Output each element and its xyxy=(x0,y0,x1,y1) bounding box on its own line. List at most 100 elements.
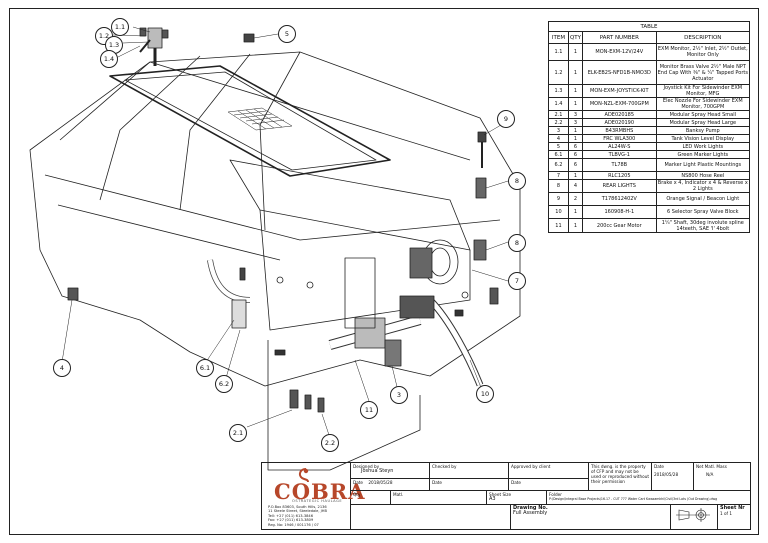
cell-qty: 2 xyxy=(567,192,584,206)
leader-lines xyxy=(61,26,509,439)
approved-label: Approved by client xyxy=(511,464,551,469)
header-part-number: PART NUMBER xyxy=(582,31,657,44)
cell-description: NS800 Hose Reel xyxy=(655,171,751,180)
cell-item: 1.1 xyxy=(548,43,569,61)
cell-item: 6.1 xyxy=(548,150,569,159)
callout-6-2: 6.2 xyxy=(215,375,233,393)
approved-cell: Approved by client xyxy=(509,463,589,479)
cell-description: Modular Spray Head Large xyxy=(655,118,751,127)
header-item: ITEM xyxy=(548,31,569,44)
pump xyxy=(354,317,386,349)
cell-item: 2.2 xyxy=(548,118,569,127)
cell-item: 10 xyxy=(548,205,569,219)
sheet-border xyxy=(9,8,759,535)
header-qty: QTY xyxy=(567,31,584,44)
parts-table-title: TABLE xyxy=(548,21,750,32)
drawing-number-value: Full Assembly xyxy=(513,510,548,516)
cell-part-number: MON-NZL-EXM-700GPM xyxy=(582,97,657,111)
cell-part-number: TLBVG-1 xyxy=(582,150,657,159)
cell-qty: 1 xyxy=(567,205,584,219)
sheet-size-value: A3 xyxy=(489,496,496,502)
callout-3: 3 xyxy=(390,386,408,404)
third-angle-projection-icon xyxy=(676,508,710,522)
callout-5: 5 xyxy=(278,25,296,43)
cell-item: 9 xyxy=(548,192,569,206)
cell-item: 3 xyxy=(548,126,569,135)
net-mass-label: Net Matl. Mass xyxy=(696,464,727,469)
address-line: P.O.Box 83603, South Hills, 2136 xyxy=(268,505,327,509)
designed-by-value: Joshua Steyn xyxy=(361,468,394,474)
cell-description: EXM Monitor, 2½" Inlet, 2½" Outlet, Moni… xyxy=(655,43,751,61)
callout-2-2: 2.2 xyxy=(321,434,339,452)
cell-description: Green Marker Lights xyxy=(655,150,751,159)
cell-item: 2.1 xyxy=(548,110,569,119)
callout-8-lower: 8 xyxy=(508,234,526,252)
cell-item: 7 xyxy=(548,171,569,180)
cell-part-number: MON-EXM-JOYSTICK-KIT xyxy=(582,84,657,98)
cell-qty: 1 xyxy=(567,171,584,180)
cell-part-number: TL78B xyxy=(582,158,657,172)
cell-part-number: B43RMBHS xyxy=(582,126,657,135)
cell-part-number: REAR LIGHTS xyxy=(582,179,657,193)
cell-qty: 3 xyxy=(567,118,584,127)
sheet-size-label: Sheet Size xyxy=(489,492,512,497)
parts-table: TABLE ITEM QTY PART NUMBER DESCRIPTION 1… xyxy=(548,21,751,233)
level-display xyxy=(67,287,79,301)
approval-date-cell: Date xyxy=(509,479,589,491)
callout-2-1: 2.1 xyxy=(229,424,247,442)
design-date-cell: Date 2018/05/28 xyxy=(351,479,430,491)
cell-part-number: ADE020185 xyxy=(582,110,657,119)
cell-part-number: MON-EXM-12V/24V xyxy=(582,43,657,61)
drawing-number-cell: Drawing No. Full Assembly xyxy=(511,505,671,529)
company-logo: COBRA xyxy=(274,479,366,504)
company-address: P.O.Box 83603, South Hills, 2136 11 Stee… xyxy=(268,505,348,527)
qty-cell: Qty xyxy=(351,491,391,505)
cell-item: 11 xyxy=(548,218,569,233)
top-grating xyxy=(227,107,293,131)
cell-description: Joystick Kit For Sidewinder EXM Monitor,… xyxy=(655,84,751,98)
design-date-label: Date xyxy=(353,480,364,485)
cell-part-number: T178612402V xyxy=(582,192,657,206)
material-label: Matl. xyxy=(393,492,404,497)
date-cell: Date 2018/05/28 xyxy=(652,463,694,491)
designed-by-label: Designed by xyxy=(353,464,380,469)
sheet-number-label: Sheet Nr xyxy=(720,505,745,511)
property-note: This dwng. is the property of CFP and ma… xyxy=(589,463,652,491)
folder-label: Folder xyxy=(549,492,562,497)
checked-by-cell: Checked by xyxy=(430,463,509,479)
sheet-size-cell: Sheet Size A3 xyxy=(487,491,547,505)
cell-description: Tank Vision Level Display xyxy=(655,134,751,143)
cell-part-number: FRC WLA300 xyxy=(582,134,657,143)
cell-qty: 6 xyxy=(567,150,584,159)
cell-item: 1.2 xyxy=(548,60,569,85)
cell-description: Elec Nozzle For Sidewinder EXM Monitor, … xyxy=(655,97,751,111)
cell-part-number: ELK-EB2S-NFD1B-NMO3D xyxy=(582,60,657,85)
address-line: Fax: +27 (011) 613-3809 xyxy=(268,518,314,523)
cell-item: 5 xyxy=(548,142,569,151)
checked-by-label: Checked by xyxy=(432,464,457,469)
net-mass-cell: Net Matl. Mass N/A xyxy=(694,463,751,491)
callout-1-4: 1.4 xyxy=(100,50,118,68)
spray-heads xyxy=(289,287,499,413)
cell-description: Marker Light Plastic Mountings xyxy=(655,158,751,172)
water-monitor xyxy=(139,27,169,66)
title-block: COBRA OSTRATEGIC HAULAGE P.O.Box 83603, … xyxy=(261,462,751,530)
callout-8-upper: 8 xyxy=(508,172,526,190)
cell-qty: 1 xyxy=(567,60,584,85)
projection-symbol-cell xyxy=(671,505,718,529)
callout-11: 11 xyxy=(360,401,378,419)
address-line: Tell: +27 (011) 613-3846 xyxy=(268,513,313,518)
sheet-number-cell: Sheet Nr 1 of 1 xyxy=(718,505,751,529)
approval-date-label: Date xyxy=(511,480,522,485)
